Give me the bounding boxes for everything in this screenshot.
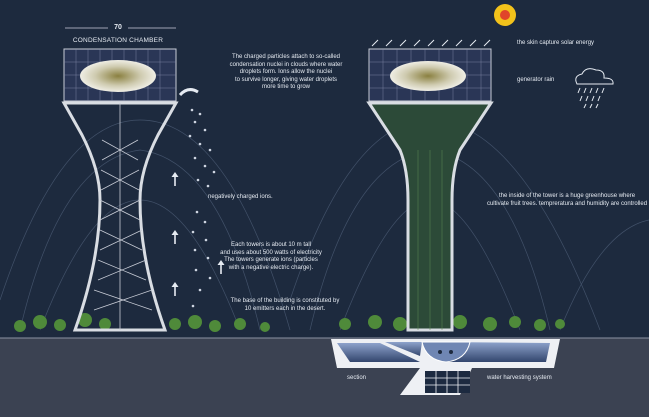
base-text: The base of the building is constituted … [231,298,340,313]
text-line: cultivate fruit trees. tempreratura and … [486,200,648,207]
tower-height-label: 70 [114,24,122,31]
solar-label: the skin capture solar energy [517,40,595,46]
text-line: The charged particles attach to so-calle… [231,54,341,60]
right-tower [366,39,494,332]
rain-label: generator rain [517,77,555,83]
section-label: section [347,375,367,381]
text-line: the inside of the tower is a huge greenh… [498,193,636,199]
text-line: droplets form. Ions allow the nuclei [239,69,333,75]
left-tower [61,27,199,332]
condensation-chamber-label: CONDENSATION CHAMBER [72,37,164,44]
tower-specs-text: Each towers is about 10 m tall and uses … [220,242,322,272]
rain-cloud-icon [575,68,614,109]
sun-icon [494,4,516,26]
water-harvesting-section [331,339,560,395]
trees [14,313,565,332]
water-harvesting-label: water harvesting system [487,375,552,381]
text-line: to survive longer, giving water droplets [234,76,338,83]
up-arrows [171,172,225,296]
text-line: more time to grow [261,84,311,90]
text-line: and uses about 500 watts of electricity [220,249,322,256]
ions [188,108,216,308]
text-line: 10 emitters each in the desert. [244,305,326,312]
charged-particles-text: The charged particles attach to so-calle… [230,54,343,92]
text-line: Each towers is about 10 m tall [230,242,312,248]
greenhouse-text: the inside of the tower is a huge greenh… [487,193,647,208]
text-line: The base of the building is constituted … [230,298,340,304]
ions-label: negatively charged ions. [208,194,273,200]
text-line: condensation nuclei in clouds where wate… [229,61,343,68]
text-line: with a negative electric charge). [228,264,314,271]
text-line: The towers generate ions (particles [224,257,318,263]
